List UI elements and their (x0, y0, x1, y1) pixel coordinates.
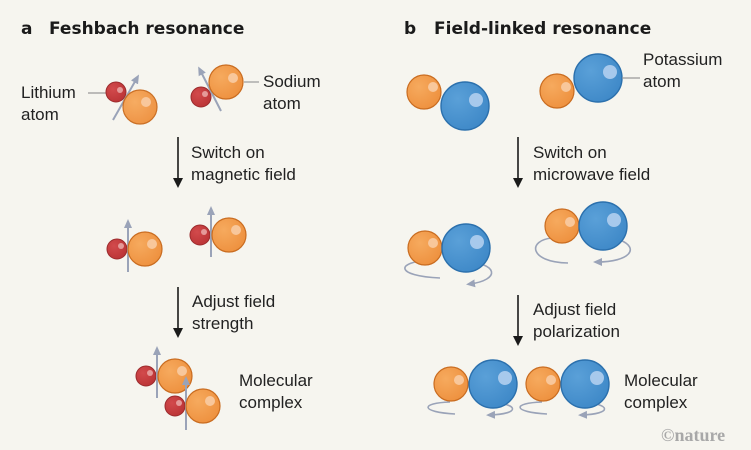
spin-arrow-icon (198, 66, 222, 112)
lithium-atom (135, 365, 157, 387)
lithium-atom (189, 224, 211, 246)
potassium-atom (573, 53, 623, 103)
highlight (428, 238, 438, 248)
sodium-atom (211, 217, 247, 253)
molecular-complex-a (135, 346, 221, 430)
lithium-label-line2: atom (21, 105, 59, 124)
rotating-pair-2 (534, 201, 632, 263)
sodium-atom (127, 231, 163, 267)
panel-a-result-line2: complex (239, 393, 303, 412)
potassium-atom (560, 359, 610, 409)
rotation-arrow-icon (534, 237, 632, 263)
highlight (205, 396, 215, 406)
panel-b-result-line2: complex (624, 393, 688, 412)
highlight (147, 239, 157, 249)
panel-a-letter: a (21, 19, 32, 39)
potassium-atom (440, 81, 490, 131)
sodium-atom (544, 208, 580, 244)
lithium-atom (164, 395, 186, 417)
potassium-atom (441, 223, 491, 273)
lithium-atom (105, 81, 127, 103)
highlight (177, 366, 187, 376)
lithium-atom (190, 86, 212, 108)
highlight (546, 375, 556, 385)
highlight (607, 213, 621, 227)
panel-b-step1-line2: microwave field (533, 165, 650, 184)
panel-b: b Field-linked resonance Potassium atom … (404, 19, 725, 445)
rotating-pair-1 (404, 223, 493, 284)
panel-a-title: Feshbach resonance (49, 19, 244, 39)
panel-a-step1-line1: Switch on (191, 143, 265, 162)
panel-a-step2-line1: Adjust field (192, 292, 275, 311)
panel-b-step2-line1: Adjust field (533, 300, 616, 319)
panel-b-result-line1: Molecular (624, 371, 698, 390)
panel-a-step1-line2: magnetic field (191, 165, 296, 184)
panel-b-step1-line1: Switch on (533, 143, 607, 162)
highlight (141, 97, 151, 107)
aligned-pair-1 (106, 219, 163, 272)
highlight (498, 371, 512, 385)
lithium-sodium-pair-1 (105, 74, 158, 125)
potassium-atom (468, 359, 518, 409)
highlight (454, 375, 464, 385)
sodium-atom (208, 64, 244, 100)
highlight (201, 229, 207, 235)
molecular-complex-b (427, 359, 610, 415)
panel-b-step2-line2: polarization (533, 322, 620, 341)
panel-a-result-line1: Molecular (239, 371, 313, 390)
highlight (470, 235, 484, 249)
sodium-potassium-pair-1 (406, 74, 490, 131)
potassium-label-line2: atom (643, 72, 681, 91)
nature-credit: ©nature (661, 425, 725, 445)
highlight (590, 371, 604, 385)
sodium-atom (525, 366, 561, 402)
panel-a-step2-line2: strength (192, 314, 253, 333)
potassium-label-line1: Potassium (643, 50, 722, 69)
highlight (118, 243, 124, 249)
highlight (117, 87, 123, 93)
aligned-pair-2 (189, 206, 247, 257)
highlight (428, 82, 438, 92)
highlight (561, 82, 571, 92)
lithium-sodium-pair-2 (190, 64, 244, 112)
highlight (231, 225, 241, 235)
highlight (603, 65, 617, 79)
lithium-label-line1: Lithium (21, 83, 76, 102)
sodium-atom (433, 366, 469, 402)
highlight (202, 91, 208, 97)
highlight (469, 93, 483, 107)
highlight (565, 217, 575, 227)
potassium-atom (578, 201, 628, 251)
sodium-atom (407, 230, 443, 266)
highlight (176, 400, 182, 406)
panel-a: a Feshbach resonance Lithium atom Sodium… (21, 19, 321, 430)
sodium-atom (185, 388, 221, 424)
lithium-atom (106, 238, 128, 260)
sodium-potassium-pair-2 (539, 53, 623, 109)
sodium-atom (406, 74, 442, 110)
sodium-atom (122, 89, 158, 125)
highlight (228, 73, 238, 83)
panel-b-letter: b (404, 19, 416, 39)
panel-b-title: Field-linked resonance (434, 19, 651, 39)
sodium-label-line1: Sodium (263, 72, 321, 91)
highlight (147, 370, 153, 376)
sodium-label-line2: atom (263, 94, 301, 113)
